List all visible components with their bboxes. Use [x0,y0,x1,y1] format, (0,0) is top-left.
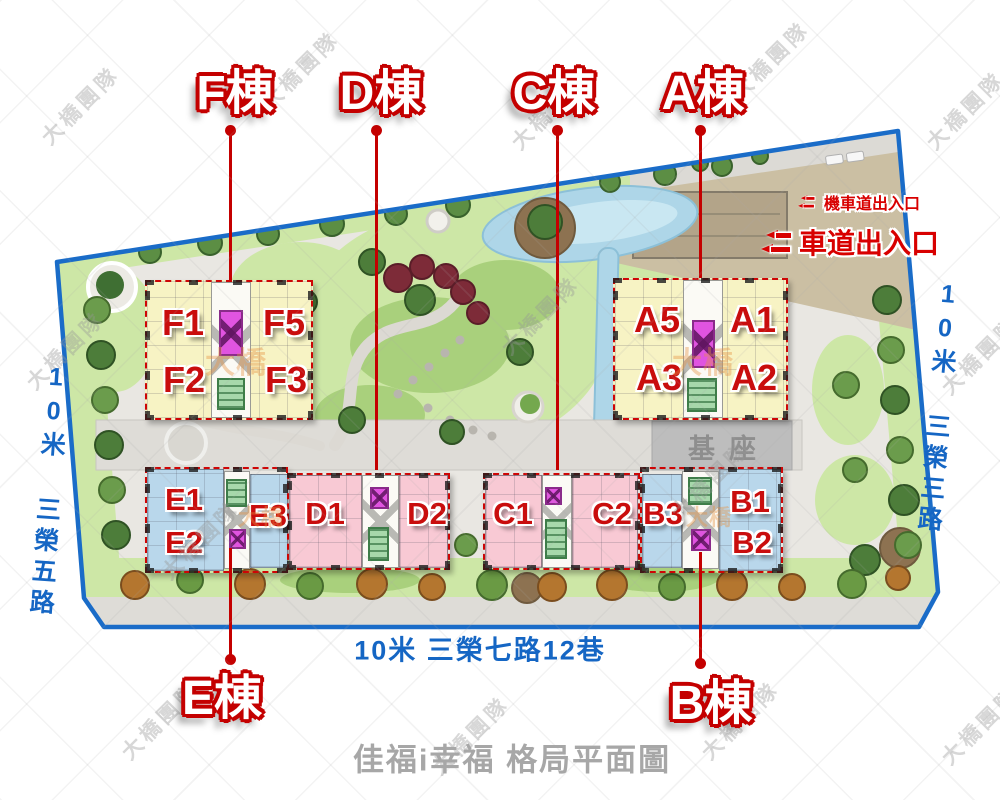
unit-label-a2[interactable]: A2 [730,357,778,398]
site-boundary [54,128,941,630]
tower-label-f[interactable]: F棟 [196,67,274,120]
leader-line-d [371,125,382,470]
leader-line-a [695,125,706,278]
elevator-core [219,310,243,356]
stair-core [368,527,389,561]
unit-label-b1[interactable]: B1 [730,484,770,519]
elevator-core [370,487,389,509]
unit-label-c2[interactable]: C2 [592,496,632,531]
leader-line-e [225,548,236,665]
building-d [287,473,450,570]
stair-core [217,378,245,410]
tower-label-d[interactable]: D棟 [339,67,423,120]
page-title: 佳福i幸福 格局平面圖 [352,742,672,778]
unit-label-d2[interactable]: D2 [407,496,447,531]
block-c1 [485,475,542,568]
unit-label-f3[interactable]: F3 [264,359,308,400]
block-c2 [572,475,638,568]
stair-core [687,378,717,412]
planters [86,208,545,465]
building-a [613,278,788,420]
building-f [145,280,313,420]
elevator-core [545,487,562,505]
car-entrance-text: 車道出入口 [799,228,940,259]
elevator-core [691,529,711,551]
block-e1-e2 [147,469,224,571]
tower-label-b[interactable]: B棟 [669,677,753,730]
block-e3 [250,474,288,568]
unit-label-a1[interactable]: A1 [729,299,777,340]
stair-core [226,479,247,507]
leader-line-f [225,125,236,280]
block-d1 [289,475,362,568]
unit-label-f5[interactable]: F5 [262,302,306,343]
unit-label-e1[interactable]: E1 [165,482,203,517]
block-b1-b2 [719,469,781,571]
block-b3 [642,474,682,568]
elevator-core [692,320,715,368]
podium-base [651,420,793,471]
elevator-core [229,529,246,549]
unit-label-c1[interactable]: C1 [493,496,533,531]
unit-label-a3[interactable]: A3 [635,357,683,398]
building-c [483,473,640,570]
unit-label-d1[interactable]: D1 [305,496,345,531]
unit-label-f2[interactable]: F2 [162,359,206,400]
stair-core [688,477,712,505]
double-arrow-icon [761,230,792,254]
podium-label: 基座 [688,433,770,464]
motorcycle-entrance-text: 機車道出入口 [824,196,921,213]
street-label-bottom: 10米 三榮七路12巷 [354,635,606,666]
tower-label-a[interactable]: A棟 [661,67,745,120]
unit-label-e2[interactable]: E2 [165,525,203,560]
motorcycle-entrance-label: 機車道出入口 [798,190,920,214]
car-entrance-label: 車道出入口 [761,222,939,262]
unit-label-a5[interactable]: A5 [633,299,681,340]
block-d2 [399,475,448,568]
stair-core [545,519,567,559]
double-arrow-icon [798,195,815,209]
tower-label-c[interactable]: C棟 [512,67,596,120]
unit-label-e3[interactable]: E3 [249,498,287,533]
unit-label-b2[interactable]: B2 [732,525,772,560]
unit-label-b3[interactable]: B3 [643,496,683,531]
tower-label-e[interactable]: E棟 [181,672,263,725]
leader-line-b [695,552,706,669]
leader-line-c [552,125,563,470]
unit-label-f1[interactable]: F1 [161,302,205,343]
